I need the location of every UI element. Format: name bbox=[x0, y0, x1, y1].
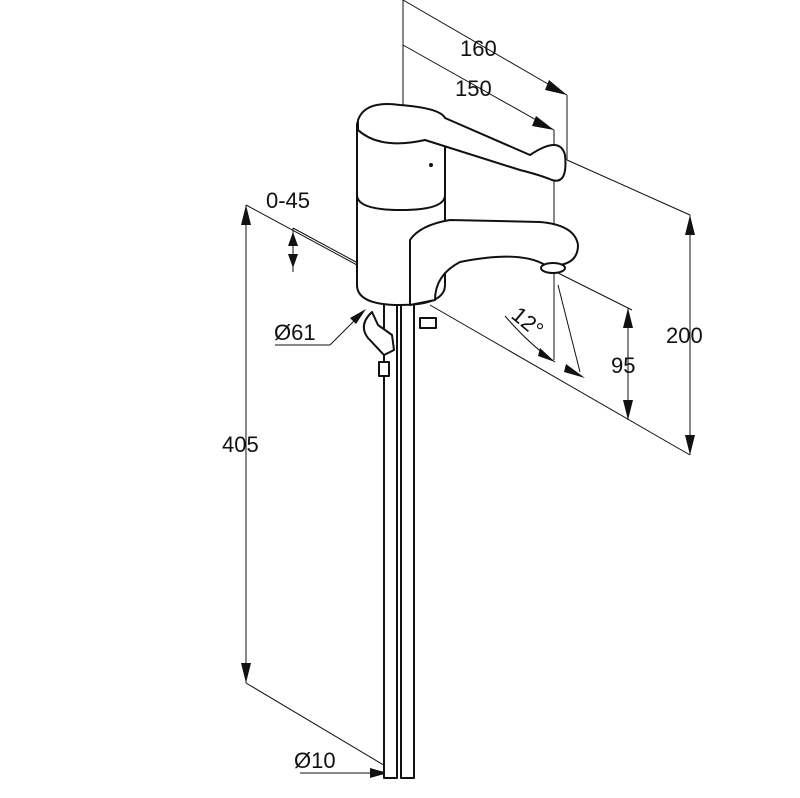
dim-95-label: 95 bbox=[611, 353, 635, 378]
dim-d10-label: Ø10 bbox=[294, 748, 336, 773]
dim-405-label: 405 bbox=[222, 432, 259, 457]
dim-160-label: 160 bbox=[460, 36, 497, 61]
dim-150-label: 150 bbox=[455, 76, 492, 101]
dim-0-45-label: 0-45 bbox=[266, 188, 310, 213]
mounting-clamp bbox=[362, 311, 437, 377]
dim-12deg-label: 12° bbox=[507, 302, 549, 343]
faucet-body bbox=[356, 103, 579, 306]
dimension-lines bbox=[241, 0, 695, 778]
dim-d61-label: Ø61 bbox=[274, 320, 316, 345]
dim-200-label: 200 bbox=[666, 323, 703, 348]
